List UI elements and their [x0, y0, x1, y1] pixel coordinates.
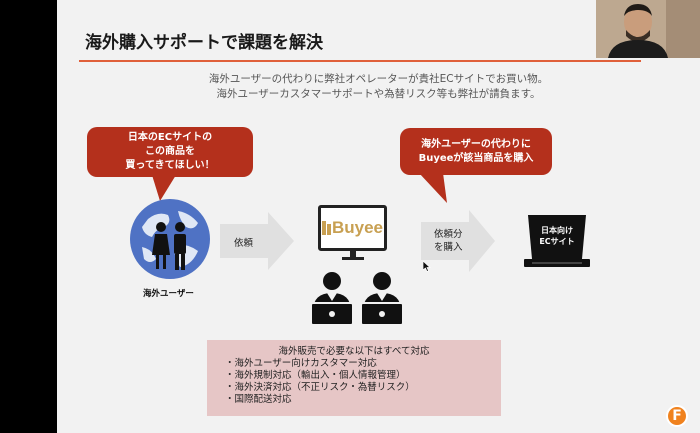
overseas-user-label: 海外ユーザー	[143, 289, 194, 299]
request-arrow-label: 依頼	[234, 238, 254, 249]
buyee-logo: Buyee	[321, 218, 384, 238]
left-bubble-line-2: この商品を	[144, 146, 195, 157]
operator-icon	[310, 272, 354, 326]
slide-intro: 海外ユーザーの代わりに弊社オペレーターが貴社ECサイトでお買い物。 海外ユーザー…	[57, 72, 700, 102]
buyee-speech-bubble: 海外ユーザーの代わりに Buyeeが該当商品を購入	[400, 128, 552, 175]
operator-icon	[360, 272, 404, 326]
ec-terminal-icon	[524, 215, 590, 267]
title-underline	[79, 60, 641, 62]
intro-line-2: 海外ユーザーカスタマーサポートや為替リスク等も弊社が請負ます。	[216, 88, 541, 100]
presentation-slide: 海外購入サポートで課題を解決 海外ユーザーの代わりに弊社オペレーターが貴社ECサ…	[57, 0, 700, 433]
left-bubble-line-3: 買ってきてほしい！	[125, 160, 215, 171]
intro-line-1: 海外ユーザーの代わりに弊社オペレーターが貴社ECサイトでお買い物。	[208, 73, 549, 85]
left-bubble-tail	[152, 175, 176, 201]
list-item: ・海外規制対応（輸出入・個人情報管理）	[225, 370, 406, 381]
support-list: ・海外ユーザー向けカスタマー対応 ・海外規制対応（輸出入・個人情報管理） ・海外…	[225, 358, 491, 406]
purchase-arrow-label: 依頼分 を購入	[434, 228, 463, 254]
support-box-title: 海外販売で必要な以下はすべて対応	[278, 346, 430, 357]
terminal-line-2: ECサイト	[539, 237, 575, 246]
presenter-avatar	[596, 0, 700, 58]
buyee-logo-mark-icon	[321, 221, 331, 235]
right-bubble-tail	[419, 173, 447, 203]
purchase-arrow-line-1: 依頼分	[434, 229, 463, 240]
globe-users-icon	[130, 199, 210, 279]
slide-title: 海外購入サポートで課題を解決	[85, 33, 323, 53]
buyee-monitor: Buyee	[318, 205, 387, 251]
terminal-line-1: 日本向け	[541, 226, 573, 235]
channel-logo-icon[interactable]: F	[666, 405, 688, 427]
list-item: ・海外決済対応（不正リスク・為替リスク）	[225, 382, 415, 393]
monitor-stand-icon	[342, 250, 364, 260]
list-item: ・国際配送対応	[225, 394, 292, 405]
list-item: ・海外ユーザー向けカスタマー対応	[225, 358, 377, 369]
right-bubble-line-1: 海外ユーザーの代わりに	[421, 138, 531, 150]
overseas-user-speech-bubble: 日本のECサイトの この商品を 買ってきてほしい！	[87, 127, 253, 177]
buyee-brand-text: Buyee	[331, 218, 384, 237]
request-arrow	[220, 212, 294, 270]
purchase-arrow	[421, 210, 495, 272]
support-coverage-box: 海外販売で必要な以下はすべて対応 ・海外ユーザー向けカスタマー対応 ・海外規制対…	[207, 340, 501, 416]
purchase-arrow-line-2: を購入	[434, 242, 463, 253]
right-bubble-line-2: Buyeeが該当商品を購入	[418, 152, 534, 164]
left-bubble-line-1: 日本のECサイトの	[127, 132, 213, 143]
presenter-video[interactable]	[596, 0, 700, 58]
mouse-cursor-icon	[423, 261, 431, 272]
ec-terminal-label: 日本向け ECサイト	[531, 225, 583, 247]
